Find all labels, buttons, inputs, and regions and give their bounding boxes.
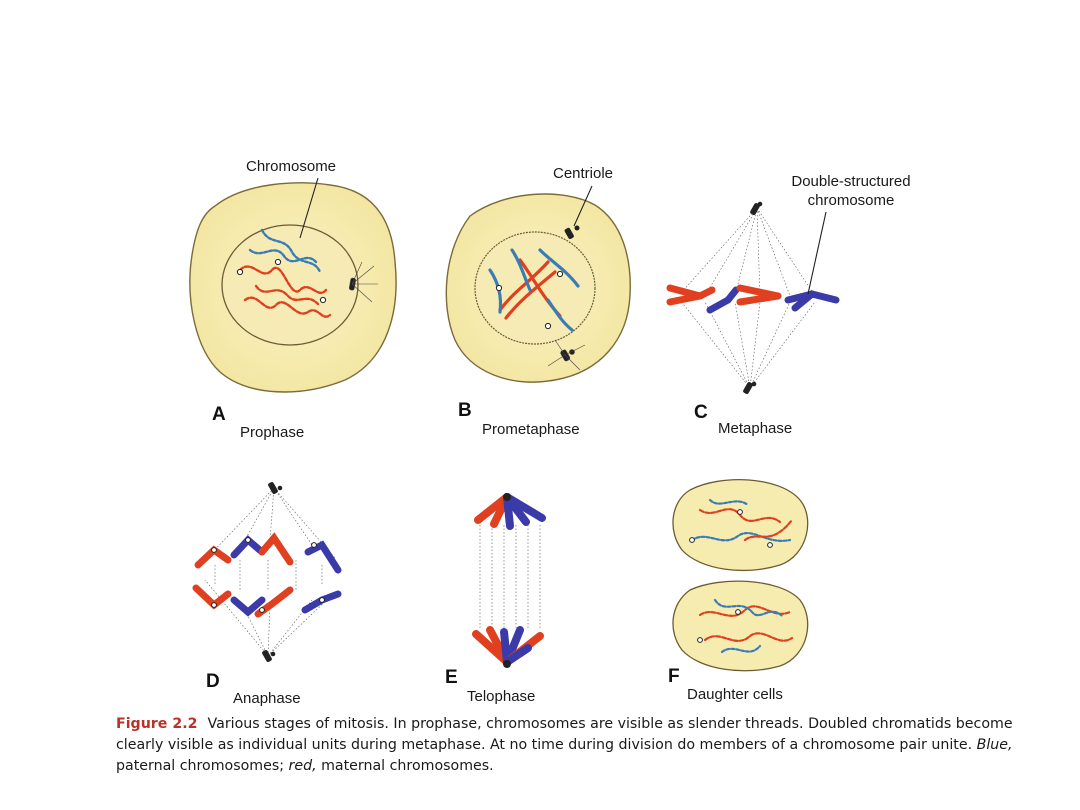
- stage-label-daughter-cells: Daughter cells: [687, 686, 783, 703]
- panel-letter-e: E: [445, 667, 458, 688]
- figure-number: Figure 2.2: [116, 716, 198, 732]
- centriole-pointer: [573, 185, 593, 227]
- stage-label-telophase: Telophase: [467, 688, 536, 705]
- panel-b-prometaphase: [445, 185, 631, 383]
- stage-label-prometaphase: Prometaphase: [482, 421, 580, 438]
- daughter-cell-top: [672, 479, 809, 572]
- chromosome-label: Chromosome: [246, 158, 337, 175]
- caption-blue-text: paternal chromosomes;: [116, 758, 289, 774]
- panel-a-prophase: [189, 177, 397, 393]
- panel-e-telophase: [472, 493, 546, 668]
- panel-letter-d: D: [206, 671, 220, 692]
- panel-f-daughter-cells: [672, 479, 809, 672]
- centriole-d-top: [268, 482, 283, 494]
- chromosome-pointer: [299, 177, 319, 239]
- double-structured-line1: Double-structured: [791, 173, 911, 190]
- anaphase-chromatids-upper: [194, 532, 342, 574]
- caption-red-text: maternal chromosomes.: [316, 758, 494, 774]
- centriole-c-bottom: [743, 381, 757, 394]
- centriole-b-top: [564, 225, 580, 239]
- spindle-c: [679, 207, 816, 389]
- telophase-chromosomes-top: [474, 493, 546, 530]
- panel-letter-f: F: [668, 666, 680, 687]
- panel-letter-c: C: [694, 402, 708, 423]
- spindle-d: [204, 487, 336, 657]
- anaphase-chromatids-lower: [192, 584, 342, 618]
- stage-label-metaphase: Metaphase: [718, 420, 793, 437]
- caption-blue-label: Blue,: [976, 737, 1013, 753]
- centriole-d-bottom: [262, 650, 276, 662]
- double-structured-label: Double-structured chromosome: [776, 172, 926, 210]
- panel-d-anaphase: [192, 482, 342, 662]
- chromatin-threads-a: [238, 228, 332, 318]
- spindle-e: [479, 525, 541, 628]
- centriole-a: [349, 261, 378, 303]
- metaphase-chromosomes: [666, 284, 840, 314]
- daughter-chromatin-bottom: [698, 598, 794, 654]
- caption-main-text: Various stages of mitosis. In prophase, …: [116, 716, 1013, 753]
- double-structured-line2: chromosome: [807, 192, 895, 209]
- caption-red-label: red,: [288, 758, 317, 774]
- panel-c-metaphase: [666, 201, 840, 394]
- centriole-c-top: [750, 201, 763, 215]
- daughter-chromatin-top: [690, 498, 794, 542]
- telophase-chromosomes-bottom: [472, 626, 544, 666]
- stage-label-prophase: Prophase: [240, 424, 305, 441]
- stage-label-anaphase: Anaphase: [233, 690, 301, 707]
- panel-letter-a: A: [212, 404, 226, 425]
- centriole-label: Centriole: [553, 165, 614, 182]
- panel-letter-b: B: [458, 400, 472, 421]
- double-structured-pointer: [807, 211, 827, 295]
- daughter-cell-bottom: [672, 580, 809, 672]
- centriole-b-bottom: [547, 339, 586, 371]
